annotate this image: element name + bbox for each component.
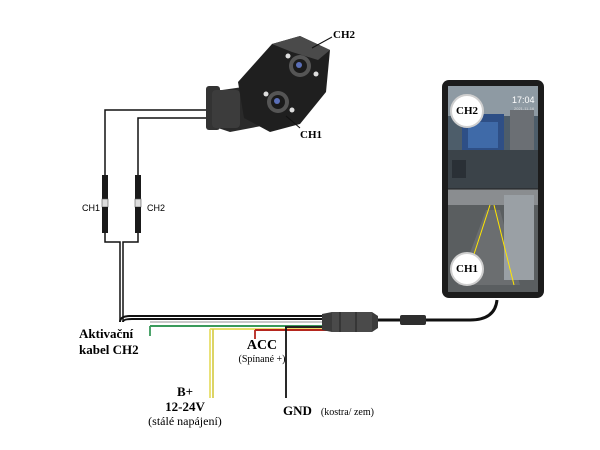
connector-label-ch2: CH2 bbox=[147, 203, 166, 213]
dual-camera bbox=[206, 36, 330, 132]
harness-connector bbox=[322, 299, 499, 332]
activation-cable-line2: kabel CH2 bbox=[79, 342, 139, 357]
monitor bbox=[442, 80, 544, 298]
gnd-label: GND (kostra/ zem) bbox=[283, 402, 374, 420]
connector-ch2 bbox=[134, 175, 142, 233]
camera-label-ch2: CH2 bbox=[333, 29, 355, 41]
monitor-badge-ch1: CH1 bbox=[450, 252, 484, 286]
monitor-badge-ch2: CH2 bbox=[450, 94, 484, 128]
acc-label: ACC (Spínané +) bbox=[224, 338, 300, 365]
main-harness bbox=[119, 315, 330, 331]
monitor-clock: 17:04 bbox=[512, 95, 535, 105]
bplus-line1: B+ bbox=[176, 384, 194, 399]
acc-subtitle: (Spínané +) bbox=[238, 354, 286, 365]
bplus-line3: (stálé napájení) bbox=[148, 414, 222, 428]
activation-cable-label: Aktivační kabel CH2 bbox=[79, 326, 139, 358]
activation-cable-line1: Aktivační bbox=[79, 326, 134, 341]
connector-label-ch1: CH1 bbox=[82, 203, 101, 213]
camera-leader-lines bbox=[285, 36, 333, 129]
bplus-line2: 12-24V bbox=[165, 399, 205, 414]
camera-label-ch1: CH1 bbox=[300, 129, 322, 141]
connector-ch1 bbox=[101, 175, 109, 233]
gnd-title: GND bbox=[283, 403, 312, 418]
acc-title: ACC bbox=[246, 338, 278, 353]
camera-cables bbox=[104, 109, 222, 322]
monitor-date: 2021-11-16 bbox=[514, 106, 535, 111]
gnd-subtitle: (kostra/ zem) bbox=[320, 407, 374, 418]
bplus-label: B+ 12-24V (stálé napájení) bbox=[130, 384, 240, 429]
branch-wires bbox=[149, 326, 287, 398]
